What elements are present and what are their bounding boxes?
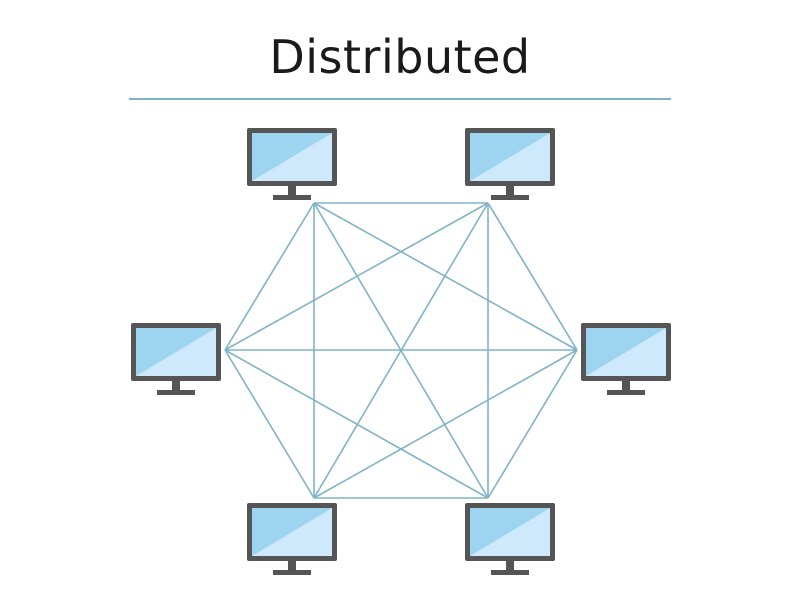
monitor-icon-bottom-right [465,503,555,575]
monitor-icon-bottom-left [247,503,337,575]
connection-line-left-bottom-left [224,349,315,499]
connection-line-right-bottom-right [487,349,578,499]
monitor-screen [252,133,332,181]
connection-line-top-left-left [224,202,315,351]
monitor-screen [470,508,550,556]
connection-line-top-right-left [224,202,489,351]
connection-line-right-bottom-left [313,349,578,499]
connections [224,202,578,499]
diagram-title: Distributed [269,30,531,84]
monitor-icon-top-right [465,128,555,200]
monitor-screen [586,328,666,376]
monitor-icon-right [581,323,671,395]
title-divider [129,98,671,100]
monitor-icon-top-left [247,128,337,200]
monitor-screen [252,508,332,556]
monitor-screen [470,133,550,181]
monitor-icon-left [131,323,221,395]
monitors [131,128,671,575]
connection-line-top-right-right [487,202,578,351]
monitor-screen [136,328,216,376]
connection-line-left-bottom-right [224,349,489,499]
